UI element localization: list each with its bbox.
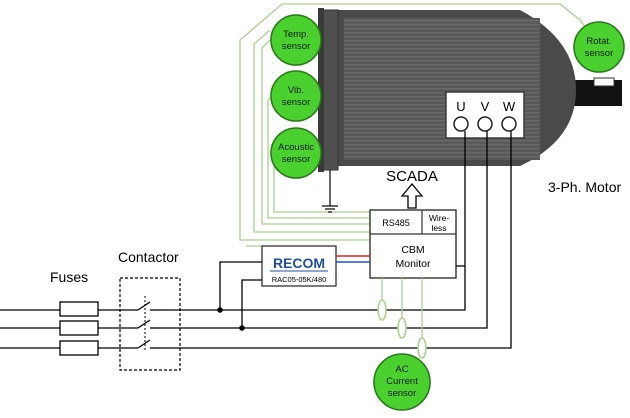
acoustic-sensor: Acoustic sensor xyxy=(270,127,322,179)
terminal-u-label: U xyxy=(456,99,465,114)
rotat-sensor-mount xyxy=(593,77,615,87)
sensor-signal-wires xyxy=(239,3,587,247)
ct-coil-l3 xyxy=(417,337,427,359)
fuse-3 xyxy=(59,340,99,356)
ac-current-sensor-line2: Current xyxy=(386,376,418,387)
vib-sensor-line2: sensor xyxy=(282,97,311,108)
junction-dots xyxy=(217,307,245,331)
recom-power-supply: RECOM RAC05-05K/480 xyxy=(261,245,337,287)
scada-arrow-icon xyxy=(400,182,424,209)
motor: U V W xyxy=(318,8,622,213)
acoustic-sensor-line2: sensor xyxy=(282,154,311,165)
recom-tap-1 xyxy=(219,261,262,310)
rotat-sensor-line1: Rotat. xyxy=(586,36,611,47)
terminal-u xyxy=(453,116,469,132)
phase-l1-load xyxy=(162,131,466,311)
ct-coil-l1 xyxy=(377,299,387,321)
scada-label: SCADA xyxy=(386,168,438,185)
current-transformer-wires xyxy=(381,278,423,340)
fuses-label: Fuses xyxy=(50,269,88,285)
temp-sensor-line2: sensor xyxy=(282,41,311,52)
recom-logo: RECOM xyxy=(273,255,325,271)
wireless-label-1: Wire- xyxy=(429,213,449,223)
power-lines xyxy=(0,131,512,349)
terminal-w-label: W xyxy=(503,99,516,114)
vib-sensor: Vib. sensor xyxy=(270,70,322,122)
recom-tap-2 xyxy=(241,279,262,328)
ct-coil-l2 xyxy=(397,317,407,339)
terminal-w xyxy=(501,116,517,132)
ac-current-sensor-line1: AC xyxy=(395,364,408,375)
contactor xyxy=(119,277,181,371)
fuse-1 xyxy=(59,301,99,317)
ground-icon xyxy=(322,205,338,213)
temp-sensor-wire-a xyxy=(253,29,271,233)
temp-sensor-line1: Temp. xyxy=(283,29,309,40)
phase-l3-load xyxy=(162,131,512,349)
cbm-monitor: RS485 Wire- less CBM Monitor xyxy=(369,209,457,279)
cbm-label-2: Monitor xyxy=(395,258,431,270)
rotat-sensor: Rotat. sensor xyxy=(573,21,625,73)
terminal-v xyxy=(477,116,493,132)
current-transformer-coils xyxy=(377,299,427,359)
vib-sensor-line1: Vib. xyxy=(288,85,304,96)
wireless-label-2: less xyxy=(431,223,446,233)
rs485-label: RS485 xyxy=(382,218,410,228)
cbm-label-1: CBM xyxy=(401,244,424,256)
rotat-sensor-wire xyxy=(239,3,587,241)
ac-current-sensor: AC Current sensor xyxy=(373,353,431,411)
temp-sensor-wire-b xyxy=(261,39,370,225)
vib-sensor-wire xyxy=(267,95,370,219)
fuses xyxy=(59,301,99,356)
ac-current-sensor-line3: sensor xyxy=(388,388,417,399)
motor-end-cap xyxy=(321,9,339,171)
phase-l2-load xyxy=(162,131,488,329)
motor-label: 3-Ph. Motor xyxy=(548,179,621,195)
acoustic-sensor-line1: Acoustic xyxy=(278,142,314,153)
fuse-2 xyxy=(59,320,99,336)
contactor-label: Contactor xyxy=(118,249,179,265)
rotat-sensor-line2: sensor xyxy=(585,48,614,59)
recom-model-label: RAC05-05K/480 xyxy=(272,275,327,284)
temp-sensor: Temp. sensor xyxy=(270,14,322,66)
terminal-v-label: V xyxy=(481,99,490,114)
